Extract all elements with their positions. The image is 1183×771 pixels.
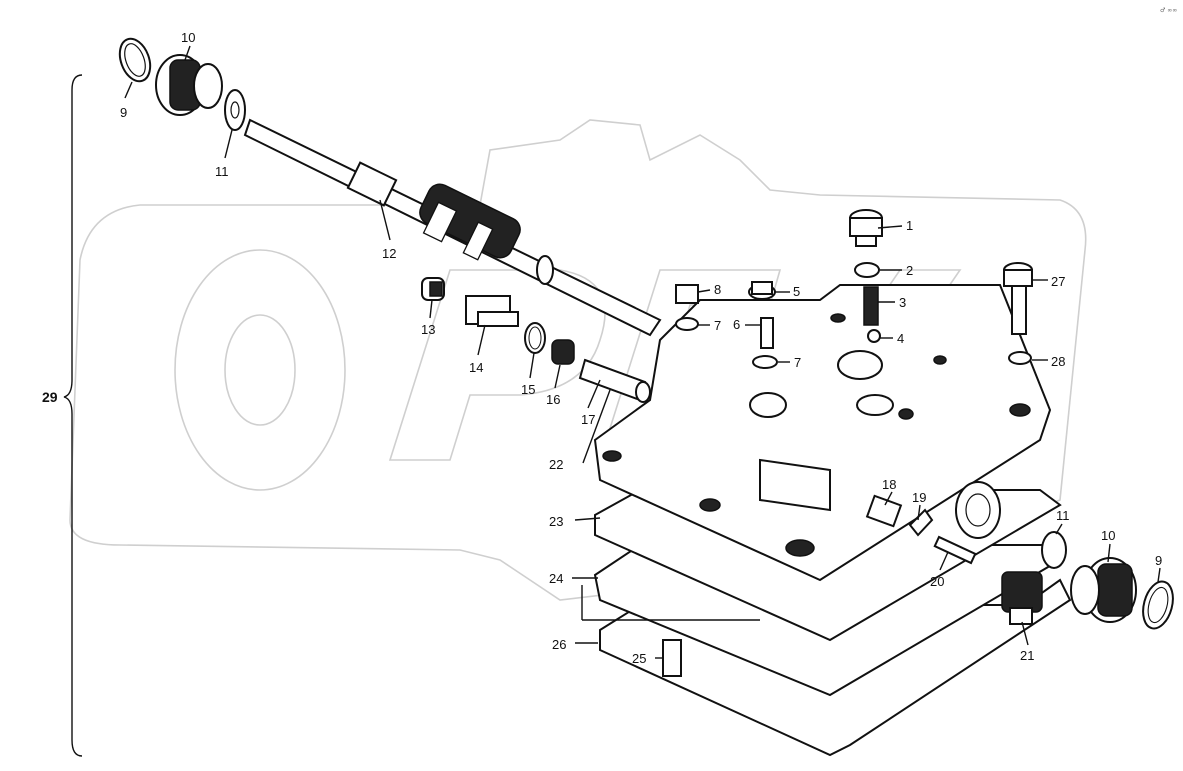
callout-9b: 9 xyxy=(1155,553,1162,568)
corner-mark: ♂ ∞∞ xyxy=(1160,7,1177,14)
bolt-27 xyxy=(1003,262,1033,335)
callout-6: 6 xyxy=(733,317,740,332)
assembly-brace: 29 xyxy=(42,74,83,757)
oring-15 xyxy=(524,322,546,354)
callout-13: 13 xyxy=(421,322,435,337)
callout-4: 4 xyxy=(897,331,904,346)
callout-24: 24 xyxy=(549,571,563,586)
callout-1: 1 xyxy=(906,218,913,233)
bolt-25 xyxy=(662,639,682,677)
plug-5 xyxy=(748,281,776,300)
callout-17: 17 xyxy=(581,412,595,427)
callout-23: 23 xyxy=(549,514,563,529)
callout-8: 8 xyxy=(714,282,721,297)
callout-27: 27 xyxy=(1051,274,1065,289)
callout-11a: 11 xyxy=(215,164,229,179)
callout-19: 19 xyxy=(912,490,926,505)
callout-labels: 1 2 3 4 5 6 7 7 8 9 9 10 10 11 11 12 13 … xyxy=(120,30,1162,666)
plug-13 xyxy=(421,277,445,301)
callout-26: 26 xyxy=(552,637,566,652)
callout-7a: 7 xyxy=(714,318,721,333)
pin-19 xyxy=(908,508,934,537)
valve-14 xyxy=(465,295,519,327)
callout-18: 18 xyxy=(882,477,896,492)
washer-11-right xyxy=(1041,531,1067,569)
leader-lines xyxy=(124,45,1161,659)
valve-housing xyxy=(593,284,1052,582)
callout-10b: 10 xyxy=(1101,528,1115,543)
callout-5: 5 xyxy=(793,284,800,299)
callout-15: 15 xyxy=(521,382,535,397)
callout-16: 16 xyxy=(546,392,560,407)
washer-28 xyxy=(1008,351,1032,365)
selector-shaft xyxy=(243,118,662,337)
callout-11b: 11 xyxy=(1056,508,1070,523)
callout-25: 25 xyxy=(632,651,646,666)
plunger-17 xyxy=(578,358,651,403)
ball-4 xyxy=(867,329,881,343)
spring-16 xyxy=(551,339,575,365)
bearing-left xyxy=(155,54,223,116)
washer-7b xyxy=(752,355,778,369)
spring-3 xyxy=(863,286,879,326)
washer-2 xyxy=(854,262,880,278)
plug-1 xyxy=(849,209,883,247)
callout-12: 12 xyxy=(382,246,396,261)
assembly-label: 29 xyxy=(42,389,58,405)
plug-8 xyxy=(675,284,699,304)
washer-left xyxy=(224,89,246,131)
callout-14: 14 xyxy=(469,360,483,375)
bearing-10-right xyxy=(1070,557,1137,623)
callout-28: 28 xyxy=(1051,354,1065,369)
pin-20 xyxy=(933,535,977,565)
circlip-left xyxy=(118,37,152,83)
callout-21: 21 xyxy=(1020,648,1034,663)
callout-7b: 7 xyxy=(794,355,801,370)
callout-20: 20 xyxy=(930,574,944,589)
plug-21 xyxy=(1001,571,1043,625)
callout-3: 3 xyxy=(899,295,906,310)
callout-22: 22 xyxy=(549,457,563,472)
callout-2: 2 xyxy=(906,263,913,278)
washer-7a xyxy=(675,317,699,331)
callout-9a: 9 xyxy=(120,105,127,120)
pin-6 xyxy=(760,317,774,349)
callout-10a: 10 xyxy=(181,30,195,45)
circlip-9-right xyxy=(1142,580,1174,630)
